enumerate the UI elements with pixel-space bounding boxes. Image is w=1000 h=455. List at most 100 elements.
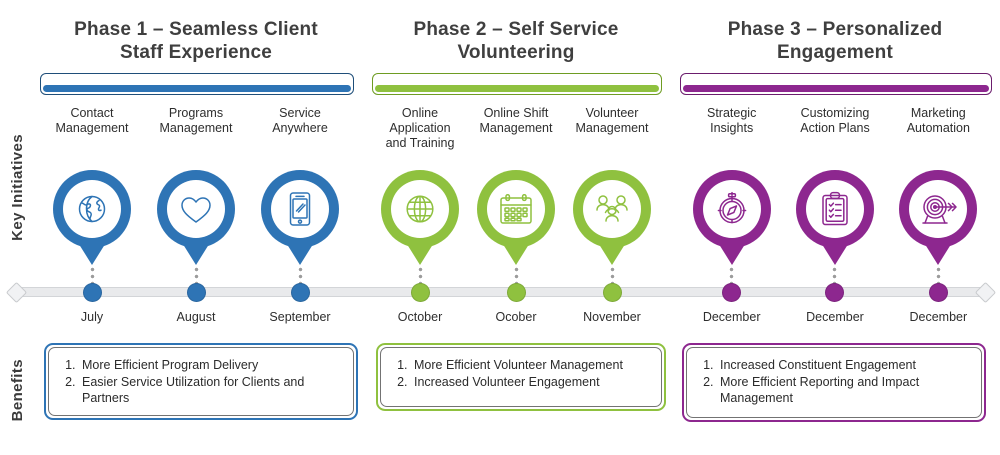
compass-icon <box>702 180 761 238</box>
milestone-dot[interactable] <box>564 283 660 302</box>
month-label: September <box>269 310 331 324</box>
dot-row-1 <box>40 283 352 302</box>
pin-needle <box>934 266 942 296</box>
month-row-2: October Ocober November <box>372 310 660 324</box>
pin-marker[interactable] <box>381 170 459 265</box>
phase-bar-3 <box>680 73 992 95</box>
timeline-cap-left <box>5 281 28 304</box>
pin-needle <box>831 266 839 296</box>
people-group-icon <box>583 180 641 238</box>
initiative-pin[interactable] <box>468 170 564 296</box>
target-arrow-icon <box>909 180 968 238</box>
month-row-1: July August September <box>40 310 352 324</box>
initiative-pin[interactable] <box>144 170 248 296</box>
initiative-pin[interactable] <box>887 170 990 296</box>
benefit-box-2: More Efficient Volunteer ManagementIncre… <box>376 343 666 411</box>
pin-needle <box>608 266 616 296</box>
pin-needle <box>296 266 304 296</box>
pin-marker[interactable] <box>573 170 651 265</box>
pin-marker[interactable] <box>261 170 339 265</box>
initiative-pin[interactable] <box>564 170 660 296</box>
month-label: December <box>806 310 864 324</box>
timeline-axis <box>5 281 997 304</box>
dot-row-3 <box>680 283 990 302</box>
pin-row-3 <box>680 170 990 296</box>
pin-needle <box>88 266 96 296</box>
benefit-box-inner: Increased Constituent EngagementMore Eff… <box>686 347 982 418</box>
benefit-item: Easier Service Utilization for Clients a… <box>79 374 343 406</box>
month-label: November <box>583 310 641 324</box>
initiative-pin[interactable] <box>783 170 886 296</box>
benefit-box-1: More Efficient Program DeliveryEasier Se… <box>44 343 358 420</box>
benefit-item: More Efficient Program Delivery <box>79 357 343 373</box>
month-label: August <box>176 310 216 324</box>
phase-title-line1: Phase 2 – Self Service <box>413 19 619 40</box>
benefit-list: More Efficient Program DeliveryEasier Se… <box>59 357 343 406</box>
clipboard-check-icon <box>805 180 864 238</box>
mobile-phone-icon <box>271 180 329 238</box>
initiative-pin[interactable] <box>680 170 783 296</box>
initiative-pin[interactable] <box>40 170 144 296</box>
pin-needle <box>416 266 424 296</box>
rail-label-key-initiatives: Key Initiatives <box>0 100 34 275</box>
milestone-dot[interactable] <box>783 283 886 302</box>
phase-bar-2 <box>372 73 662 95</box>
initiative-pin[interactable] <box>372 170 468 296</box>
milestone-dot[interactable] <box>468 283 564 302</box>
milestone-dot[interactable] <box>680 283 783 302</box>
benefit-list: Increased Constituent EngagementMore Eff… <box>697 357 971 406</box>
initiative-pin[interactable] <box>248 170 352 296</box>
rail-label-key-initiatives-text: Key Initiatives <box>8 134 26 241</box>
phase-bar-1 <box>40 73 354 95</box>
benefit-box-3: Increased Constituent EngagementMore Eff… <box>682 343 986 422</box>
milestone-dot[interactable] <box>372 283 468 302</box>
month-label: December <box>909 310 968 324</box>
benefit-item: Increased Constituent Engagement <box>717 357 971 373</box>
month-label: Ocober <box>495 310 537 324</box>
rail-label-benefits-text: Benefits <box>8 358 26 422</box>
milestone-dot[interactable] <box>248 283 352 302</box>
benefit-item: Increased Volunteer Engagement <box>411 374 651 390</box>
month-label: July <box>80 310 104 324</box>
heart-icon <box>167 180 225 238</box>
rail-label-benefits: Benefits <box>0 340 34 440</box>
phase-title-line2: Staff Experience <box>119 42 273 63</box>
calendar-icon <box>487 180 545 238</box>
dot-row-2 <box>372 283 660 302</box>
benefit-list: More Efficient Volunteer ManagementIncre… <box>391 357 651 390</box>
phase-title-line1: Phase 1 – Seamless Client <box>74 19 318 40</box>
globe-grid-icon <box>391 180 449 238</box>
pin-marker[interactable] <box>477 170 555 265</box>
pin-row-1 <box>40 170 352 296</box>
phase-title-line2: Volunteering <box>457 42 575 63</box>
milestone-dot[interactable] <box>887 283 990 302</box>
pin-marker[interactable] <box>692 170 771 265</box>
pin-marker[interactable] <box>157 170 235 265</box>
pin-needle <box>512 266 520 296</box>
milestone-dot[interactable] <box>144 283 248 302</box>
pin-needle <box>192 266 200 296</box>
pin-marker[interactable] <box>795 170 874 265</box>
pin-marker[interactable] <box>53 170 131 265</box>
pin-row-2 <box>372 170 660 296</box>
pin-marker[interactable] <box>899 170 978 265</box>
benefit-item: More Efficient Reporting and Impact Mana… <box>717 374 971 406</box>
milestone-dot[interactable] <box>40 283 144 302</box>
month-label: October <box>397 310 443 324</box>
